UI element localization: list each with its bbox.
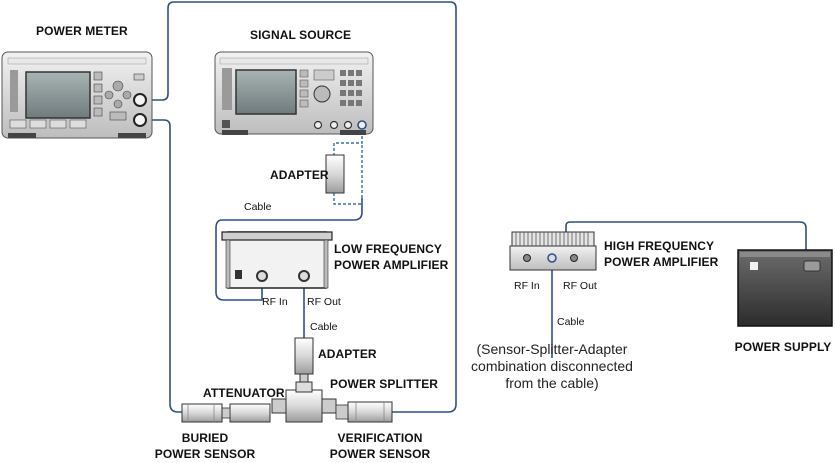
adapter-bottom-label: ADAPTER: [318, 347, 377, 361]
attenuator-label: ATTENUATOR: [203, 386, 285, 400]
low-frequency-power-amplifier: [221, 231, 333, 289]
signal-source-label: SIGNAL SOURCE: [250, 28, 352, 42]
verification-sensor-label-line2: POWER SENSOR: [329, 447, 431, 461]
hf-rf-in-label: RF In: [514, 280, 540, 292]
power-meter: [1, 51, 153, 139]
power-supply-label: POWER SUPPLY: [734, 340, 832, 354]
verification-power-sensor: [335, 401, 393, 423]
adapter-bottom: [294, 337, 314, 383]
attenuator: [221, 403, 271, 423]
adapter-top-label: ADAPTER: [270, 168, 329, 182]
note-line3: from the cable): [505, 375, 599, 391]
hf-rf-out-label: RF Out: [563, 280, 597, 292]
buried-sensor-label-line2: POWER SENSOR: [154, 447, 256, 461]
cable-top-label: Cable: [244, 201, 272, 213]
lf-amp-label-line2: POWER AMPLIFIER: [334, 258, 449, 272]
adapter-top: [325, 154, 345, 194]
lf-rf-in-label: RF In: [262, 296, 288, 308]
power-supply: [737, 249, 833, 327]
cable-mid-label: Cable: [310, 321, 338, 333]
cable-meter-to-buried-sensor: [150, 119, 182, 413]
high-frequency-power-amplifier: [509, 231, 597, 271]
hf-amp-label-line1: HIGH FREQUENCY: [604, 239, 715, 253]
signal-source: [214, 51, 374, 135]
buried-sensor-label-line1: BURIED: [181, 431, 229, 445]
buried-power-sensor: [181, 403, 223, 423]
cable-meter-to-verification-sensor: [150, 1, 457, 413]
cable-right-label: Cable: [557, 316, 585, 328]
power-meter-label: POWER METER: [36, 24, 128, 38]
lf-amp-label-line1: LOW FREQUENCY: [334, 242, 442, 256]
power-splitter-label: POWER SPLITTER: [330, 377, 439, 391]
lf-rf-out-label: RF Out: [307, 296, 341, 308]
cable-source-to-lf-amplifier: [215, 198, 363, 301]
cable-dashed-adapter: [333, 126, 363, 205]
power-splitter: [271, 381, 337, 423]
note-line1: (Sensor-Splitter-Adapter: [476, 341, 628, 357]
cable-hf-amplifier-to-supply: [565, 221, 807, 250]
verification-sensor-label-line1: VERIFICATION: [337, 431, 423, 445]
note-line2: combination disconnected: [471, 358, 633, 374]
hf-amp-label-line2: POWER AMPLIFIER: [604, 255, 719, 269]
